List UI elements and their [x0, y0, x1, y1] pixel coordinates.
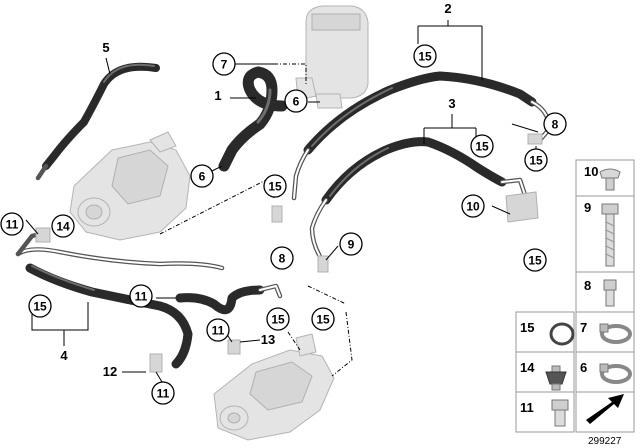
short-bolt-icon — [603, 279, 617, 307]
hollow-bolt-icon — [551, 399, 569, 427]
table-label-t15: 15 — [520, 320, 534, 335]
callout-c8a: 8 — [543, 112, 567, 136]
callout-number: 11 — [6, 218, 19, 232]
callout-c15f: 15 — [28, 294, 52, 318]
callout-number: 11 — [212, 324, 225, 338]
steering-gear-illustration — [213, 333, 335, 441]
callout-c15e: 15 — [523, 248, 547, 272]
hose-4-pipe — [15, 229, 283, 369]
fittings — [35, 133, 543, 373]
callout-number: 7 — [221, 58, 228, 72]
table-label-t11: 11 — [520, 400, 534, 415]
callout-c15c: 15 — [263, 174, 287, 198]
callout-number: 8 — [552, 118, 559, 132]
callout-c6a: 6 — [284, 89, 308, 113]
callout-number: 11 — [135, 290, 148, 304]
callout-number: 8 — [279, 252, 286, 266]
table-cell — [575, 391, 635, 433]
callout-number: 15 — [418, 50, 432, 64]
table-cell — [575, 351, 635, 393]
table-label-t9: 9 — [584, 200, 591, 215]
part-label-p5: 5 — [102, 40, 109, 55]
callout-c11d: 11 — [151, 381, 175, 405]
callout-c6b: 6 — [190, 164, 214, 188]
parts-table: 10 9 8 15 7 14 6 11 — [515, 159, 635, 433]
hose-1 — [218, 66, 288, 172]
part-label-p13: 13 — [261, 332, 275, 347]
callout-c15b: 15 — [470, 134, 494, 158]
callout-number: 15 — [529, 154, 543, 168]
callout-number: 10 — [466, 200, 480, 214]
diagram-id: 299227 — [588, 436, 622, 447]
part-label-p4: 4 — [60, 348, 68, 363]
callout-c14: 14 — [51, 214, 75, 238]
table-label-t14: 14 — [520, 360, 535, 375]
table-label-t7: 7 — [580, 320, 587, 335]
callout-c15h: 15 — [311, 307, 335, 331]
part-label-p3: 3 — [448, 96, 455, 111]
callout-c9: 9 — [339, 232, 363, 256]
table-label-t8: 8 — [584, 278, 591, 293]
table-label-t10: 10 — [584, 164, 598, 179]
callout-number: 15 — [316, 313, 330, 327]
callout-c15a: 15 — [413, 44, 437, 68]
part-label-p12: 12 — [103, 364, 117, 379]
pump-illustration — [69, 131, 191, 241]
callout-number: 6 — [293, 95, 300, 109]
callout-number: 15 — [33, 300, 47, 314]
rubber-mount-icon — [545, 365, 567, 391]
callout-number: 14 — [56, 220, 70, 234]
bolt-icon — [601, 203, 619, 267]
callout-c7: 7 — [212, 52, 236, 76]
hose-3 — [309, 137, 539, 263]
part-label-p2: 2 — [444, 1, 451, 16]
hose-clamp-icon — [599, 363, 632, 384]
part-label-p1: 1 — [214, 88, 221, 103]
callout-c10: 10 — [461, 194, 485, 218]
table-label-t6: 6 — [580, 360, 587, 375]
callout-number: 15 — [528, 254, 542, 268]
callout-c11c: 11 — [206, 318, 230, 342]
callout-c8b: 8 — [270, 246, 294, 270]
callout-number: 15 — [475, 140, 489, 154]
callout-c11a: 11 — [0, 212, 24, 236]
callout-c15d: 15 — [524, 148, 548, 172]
table-cell — [575, 271, 635, 313]
table-cell — [515, 311, 575, 353]
hose-5 — [35, 62, 160, 181]
callout-number: 15 — [271, 313, 285, 327]
arrow-icon — [586, 394, 624, 424]
callout-number: 6 — [199, 170, 206, 184]
callout-c15g: 15 — [266, 307, 290, 331]
callout-c11b: 11 — [129, 284, 153, 308]
callout-number: 11 — [157, 387, 170, 401]
reservoir-illustration — [295, 5, 369, 109]
screw-icon — [599, 168, 621, 191]
hose-clamp-icon — [599, 323, 632, 344]
callout-number: 15 — [268, 180, 282, 194]
callout-number: 9 — [348, 238, 355, 252]
o-ring-icon — [549, 322, 575, 346]
